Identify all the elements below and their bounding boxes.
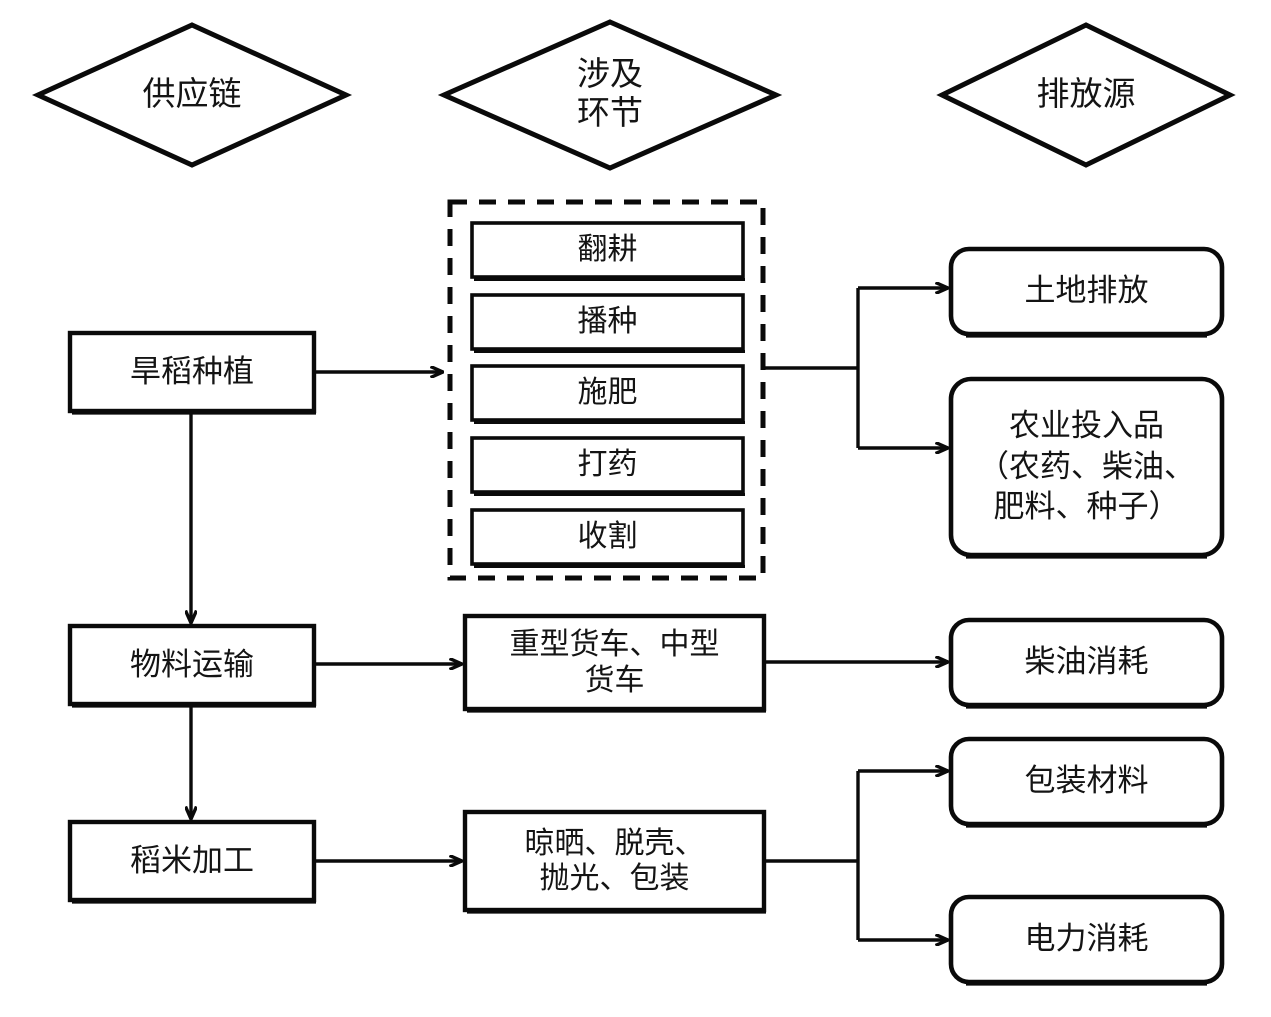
box-fertilizing	[470, 364, 745, 422]
box-tillage	[470, 221, 745, 279]
box-trucks	[462, 613, 767, 712]
box-harvesting	[470, 508, 745, 566]
box-processing-steps	[462, 809, 767, 913]
box-diesel-consumption	[948, 617, 1225, 708]
box-upland-rice-planting	[67, 330, 317, 414]
box-packaging-material	[948, 736, 1225, 827]
diamond-emission-source	[936, 22, 1236, 168]
box-agri-inputs	[948, 376, 1225, 558]
box-electricity-consumption	[948, 894, 1225, 985]
diamond-stages	[437, 19, 783, 171]
box-material-transport	[67, 623, 317, 707]
box-sowing	[470, 293, 745, 351]
diamond-supply-chain	[31, 22, 353, 168]
box-rice-processing	[67, 819, 317, 903]
box-land-emission	[948, 246, 1225, 337]
box-pesticide	[470, 436, 745, 494]
